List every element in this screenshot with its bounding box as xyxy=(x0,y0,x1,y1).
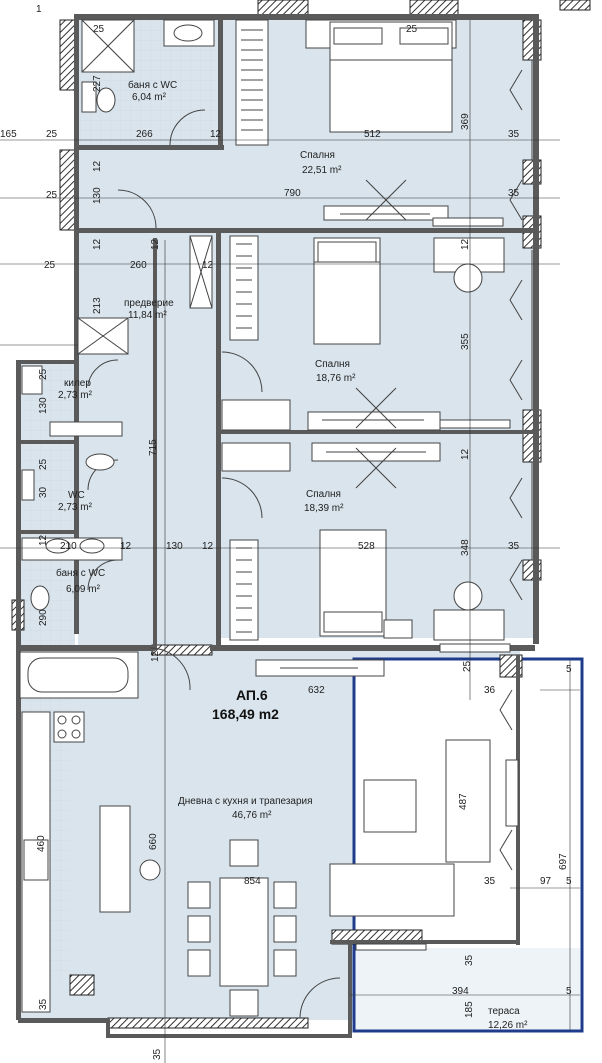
dim-label: 12 xyxy=(210,129,222,140)
dim-label: 12 xyxy=(92,238,103,250)
dim-label: 854 xyxy=(244,876,261,887)
hall-area: 11,84 m² xyxy=(128,310,167,321)
dim-label: 130 xyxy=(92,187,103,204)
bedroom2-furniture xyxy=(221,235,505,431)
windows xyxy=(355,60,533,951)
dim-label: 12 xyxy=(460,238,471,250)
closet-bedroom1 xyxy=(235,19,269,146)
dim-label: 25 xyxy=(406,24,418,35)
dim-label: 25 xyxy=(44,260,56,271)
bath-top-area: 6,04 m² xyxy=(132,92,167,103)
dim-label: 25 xyxy=(462,660,473,672)
dim-label: 12 xyxy=(202,260,214,271)
dim-label: 632 xyxy=(308,685,325,696)
bedroom1-area: 22,51 m² xyxy=(302,165,342,176)
dim-label: 30 xyxy=(38,486,49,498)
dim-label: 25 xyxy=(93,24,105,35)
dim-label: 35 xyxy=(152,1048,163,1060)
wet-room-fixtures xyxy=(19,365,139,699)
dim-label: 213 xyxy=(92,297,103,314)
pantry-area: 2,73 m² xyxy=(58,390,93,401)
dim-label: 12 xyxy=(460,448,471,460)
dim-label: 25 xyxy=(38,458,49,470)
dim-label: 487 xyxy=(458,793,469,810)
dimension-labels: 1 25 227 266 12 512 369 35 165 25 12 130… xyxy=(0,4,572,1060)
living-name: Дневна с кухня и трапезария xyxy=(178,796,313,807)
dim-label: 35 xyxy=(484,876,496,887)
living-furniture xyxy=(255,659,519,1019)
dim-label: 130 xyxy=(166,541,183,552)
dim-label: 35 xyxy=(508,188,520,199)
apartment-name: АП.6 xyxy=(236,687,268,703)
dim-label: 25 xyxy=(46,190,58,201)
dim-label: 790 xyxy=(284,188,301,199)
dim-label: 97 xyxy=(540,876,552,887)
dim-label: 660 xyxy=(148,833,159,850)
dim-label: 12 xyxy=(120,541,132,552)
apartment-area: 168,49 m2 xyxy=(212,706,279,722)
living-area: 46,76 m² xyxy=(232,810,272,821)
dim-label: 12 xyxy=(92,160,103,172)
terrace-area: 12,26 m² xyxy=(488,1020,528,1031)
dim-label: 36 xyxy=(484,685,496,696)
hall-fixtures xyxy=(77,189,213,691)
dim-label: 165 xyxy=(0,129,17,140)
dining-table xyxy=(187,839,297,1017)
dim-label: 369 xyxy=(460,113,471,130)
bath-top-fixtures xyxy=(81,19,215,146)
dim-label: 25 xyxy=(46,129,58,140)
dim-label: 348 xyxy=(460,539,471,556)
dim-label: 210 xyxy=(60,541,77,552)
dim-label: 5 xyxy=(566,986,572,997)
dim-label: 227 xyxy=(92,75,103,92)
dim-label: 12 xyxy=(150,650,161,662)
dim-label: 355 xyxy=(460,333,471,350)
dim-label: 185 xyxy=(464,1001,475,1018)
dim-label: 25 xyxy=(38,368,49,380)
dim-label: 35 xyxy=(38,998,49,1010)
bath-top-name: баня с WC xyxy=(128,79,177,91)
dim-label: 1 xyxy=(36,4,42,15)
dim-label: 12 xyxy=(150,238,161,250)
dim-label: 290 xyxy=(38,609,49,626)
bed-1 xyxy=(305,19,457,133)
dim-label: 12 xyxy=(38,534,49,546)
dimension-lines xyxy=(0,20,580,1063)
dim-label: 512 xyxy=(364,129,381,140)
window-swings xyxy=(499,69,523,871)
dim-label: 528 xyxy=(358,541,375,552)
dim-label: 5 xyxy=(566,876,572,887)
dim-label: 460 xyxy=(36,835,47,852)
dim-label: 266 xyxy=(136,129,153,140)
dim-label: 697 xyxy=(558,853,569,870)
kitchen xyxy=(21,711,161,1013)
bedroom3-area: 18,39 m² xyxy=(304,503,344,514)
dim-label: 12 xyxy=(202,541,214,552)
dim-label: 130 xyxy=(38,397,49,414)
bedroom2-name: Спалня xyxy=(315,359,350,370)
pantry-name: килер xyxy=(64,378,91,389)
dim-label: 35 xyxy=(464,954,475,966)
terrace-outline xyxy=(352,657,584,1033)
dim-label: 260 xyxy=(130,260,147,271)
hall-name: предверие xyxy=(124,298,174,309)
bath-bottom-area: 6,09 m² xyxy=(66,584,101,595)
bedroom2-area: 18,76 m² xyxy=(316,373,356,384)
dim-label: 715 xyxy=(148,439,159,456)
bedroom1-name: Спалня xyxy=(300,150,335,161)
bedroom3-furniture xyxy=(221,442,505,641)
dim-label: 35 xyxy=(508,541,520,552)
wc-name: WC xyxy=(68,490,85,501)
bedroom3-name: Спалня xyxy=(306,489,341,500)
dim-label: 394 xyxy=(452,986,469,997)
wc-area: 2,73 m² xyxy=(58,502,93,513)
dim-label: 5 xyxy=(566,664,572,675)
bath-bottom-name: баня с WC xyxy=(56,567,105,579)
dim-label: 35 xyxy=(508,129,520,140)
terrace-name: тераса xyxy=(488,1006,520,1017)
bedroom1-unit xyxy=(323,179,449,221)
